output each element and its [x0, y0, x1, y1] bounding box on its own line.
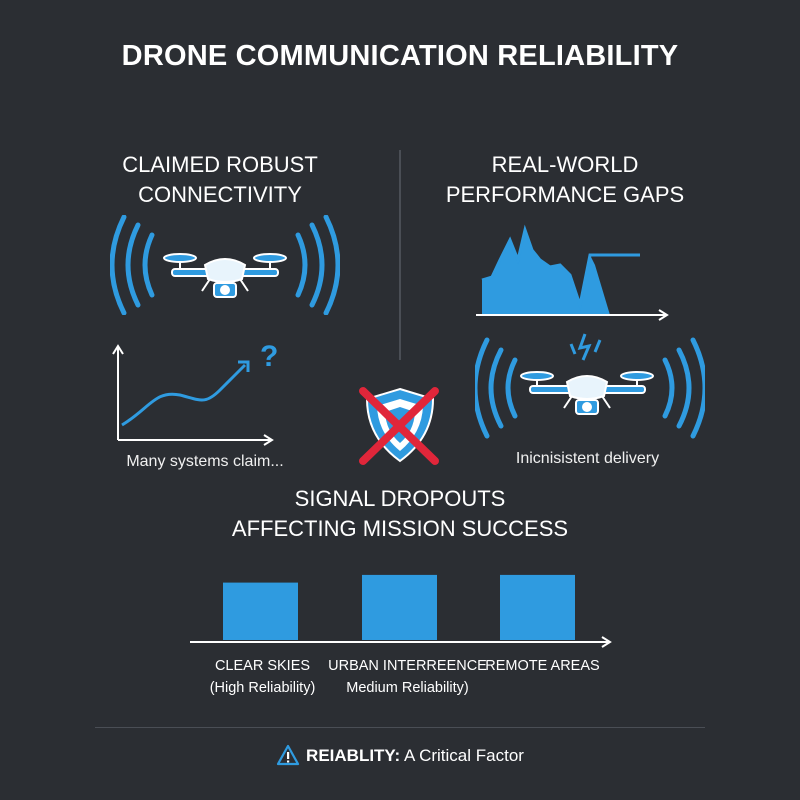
vertical-divider — [399, 150, 401, 360]
bar-label-urban: URBAN INTERREENCE Medium Reliability) — [325, 655, 490, 699]
footer-rest: A Critical Factor — [400, 746, 524, 765]
left-caption: Many systems claim... — [126, 453, 284, 470]
right-heading-line1: REAL-WORLD — [491, 152, 639, 177]
footer-divider — [95, 727, 705, 728]
bar-label-2: URBAN INTERREENCE — [328, 658, 487, 674]
reliability-bar-chart — [190, 574, 612, 648]
performance-area — [482, 230, 610, 315]
footer-bold: REIABLITY: — [306, 746, 401, 765]
drone-icon — [520, 371, 654, 415]
question-mark: ? — [260, 340, 278, 373]
trend-arrow — [238, 360, 250, 372]
left-heading-line2: CONNECTIVITY — [138, 182, 302, 207]
right-heading: REAL-WORLD PERFORMANCE GAPS — [445, 150, 685, 210]
center-heading-line1: SIGNAL DROPOUTS — [294, 486, 506, 511]
left-heading-line1: CLAIMED ROBUST — [122, 152, 318, 177]
bar-3 — [500, 574, 575, 640]
bar-label-remote: REMOTE AREAS — [475, 655, 610, 677]
signal-waves-icon — [110, 215, 340, 315]
bar-sublabel-1: (High Reliability) — [209, 680, 316, 696]
right-heading-line2: PERFORMANCE GAPS — [445, 182, 685, 207]
bar-1 — [223, 582, 298, 640]
bar-label-3: REMOTE AREAS — [485, 658, 600, 674]
bar-sublabel-2: Medium Reliability) — [346, 680, 469, 696]
broken-signal-icon — [569, 333, 602, 361]
warning-icon — [276, 744, 300, 766]
left-heading: CLAIMED ROBUST CONNECTIVITY — [100, 150, 340, 210]
bar-label-1: CLEAR SKIES — [214, 658, 311, 674]
center-heading-line2: AFFECTING MISSION SUCCESS — [231, 516, 569, 541]
footer: REIABLITY: A Critical Factor — [0, 744, 800, 766]
shield-x-icon — [359, 387, 439, 465]
performance-gap-chart — [476, 224, 669, 321]
page-title: DRONE COMMUNICATION RELIABILITY — [121, 40, 679, 72]
trend-line — [121, 363, 247, 427]
drone-icon — [163, 253, 287, 298]
signal-waves-icon — [475, 337, 705, 439]
claimed-trend-chart: ? — [112, 340, 278, 446]
bar-2 — [362, 574, 437, 640]
drone-broken-signal-illustration — [475, 333, 705, 439]
drone-signal-illustration — [110, 215, 340, 315]
right-caption: Inicnisistent delivery — [515, 450, 660, 467]
center-heading: SIGNAL DROPOUTS AFFECTING MISSION SUCCES… — [200, 484, 600, 544]
bar-label-clear-skies: CLEAR SKIES (High Reliability) — [195, 655, 330, 699]
